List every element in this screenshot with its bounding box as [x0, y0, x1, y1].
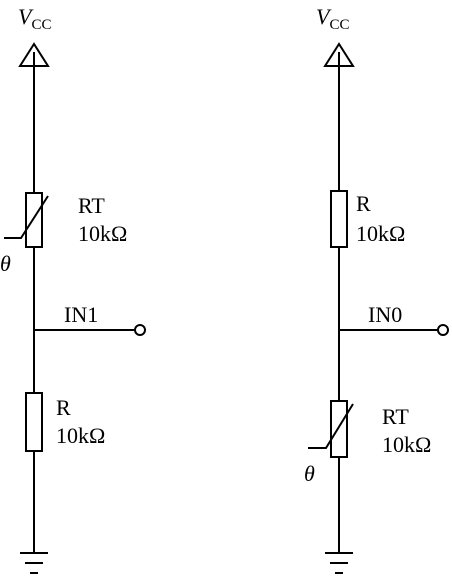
left-resistor: [25, 392, 43, 452]
right-vcc-label: VCC: [316, 4, 349, 33]
right-resistor-value: 10kΩ: [356, 221, 405, 246]
left-vcc-arrow-icon: [18, 42, 50, 67]
right-output-terminal: [437, 324, 449, 336]
right-thermistor-theta: θ: [304, 461, 315, 486]
right-thermistor: [330, 400, 348, 458]
right-resistor: [330, 190, 348, 248]
left-vcc-label: VCC: [18, 4, 51, 33]
right-thermistor-slash: [308, 403, 354, 449]
left-thermistor-slash: [4, 195, 49, 239]
left-circuit: VCC θ RT 10kΩ IN1 R 10kΩ: [0, 4, 146, 574]
right-ground-icon: [325, 552, 353, 574]
right-vcc-arrow-icon: [323, 42, 355, 67]
left-thermistor-name: RT: [78, 193, 105, 218]
right-circuit: VCC R 10kΩ IN0 θ RT 10kΩ: [304, 4, 449, 574]
right-resistor-name: R: [356, 191, 371, 216]
left-resistor-name: R: [56, 395, 71, 420]
right-thermistor-value: 10kΩ: [382, 432, 431, 457]
left-output-terminal: [134, 324, 146, 336]
left-ground-icon: [20, 552, 48, 574]
right-output-label: IN0: [368, 302, 402, 327]
right-thermistor-name: RT: [382, 404, 409, 429]
left-output-label: IN1: [64, 302, 98, 327]
left-resistor-value: 10kΩ: [56, 423, 105, 448]
left-thermistor: [25, 192, 43, 248]
left-thermistor-value: 10kΩ: [78, 221, 127, 246]
left-thermistor-theta: θ: [0, 251, 11, 276]
